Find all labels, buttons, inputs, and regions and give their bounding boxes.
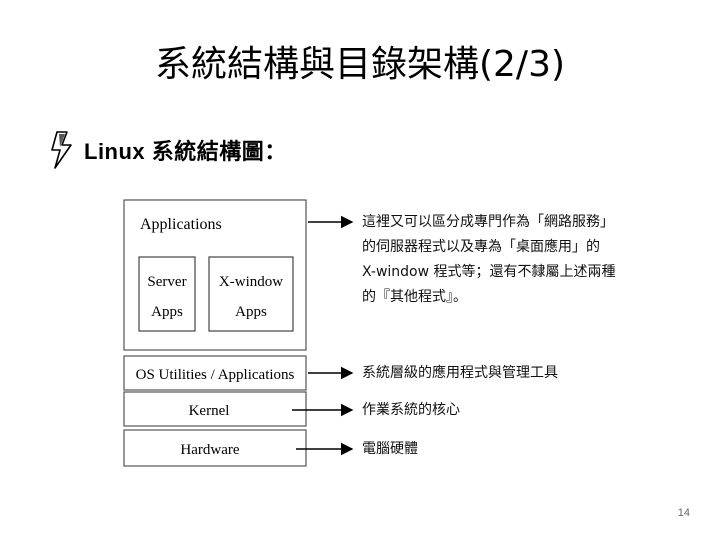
slide-title: 系統結構與目錄架構(2/3) (154, 44, 566, 85)
os-utilities-note: 系統層級的應用程式與管理工具 (362, 365, 558, 381)
server-apps-line1: Server (147, 274, 186, 290)
page-number: 14 (677, 507, 690, 519)
applications-note-line3: X-window 程式等；還有不隸屬上述兩種 (362, 264, 616, 280)
xwindow-apps-line2: Apps (235, 304, 267, 320)
server-apps-line2: Apps (151, 304, 183, 320)
kernel-label: Kernel (189, 403, 230, 419)
applications-note-line1: 這裡又可以區分成專門作為「網路服務」 (362, 214, 614, 230)
lightning-bolt-icon (51, 131, 72, 169)
applications-label: Applications (140, 216, 222, 233)
hardware-label: Hardware (180, 442, 239, 458)
os-utilities-label: OS Utilities / Applications (136, 367, 295, 383)
diagram-heading: Linux 系統結構圖： (48, 130, 287, 170)
xwindow-apps-box (208, 256, 294, 332)
applications-note-line2: 的伺服器程式以及專為「桌面應用」的 (362, 239, 600, 255)
kernel-note: 作業系統的核心 (362, 402, 460, 418)
hardware-layer (123, 429, 307, 467)
server-apps-box (138, 256, 196, 332)
kernel-layer (123, 391, 307, 427)
os-utilities-layer (123, 355, 307, 391)
xwindow-apps-line1: X-window (219, 274, 283, 290)
heading-text: Linux 系統結構圖： (84, 139, 287, 164)
hardware-note: 電腦硬體 (362, 441, 418, 457)
applications-note-line4: 的『其他程式』。 (362, 289, 467, 305)
